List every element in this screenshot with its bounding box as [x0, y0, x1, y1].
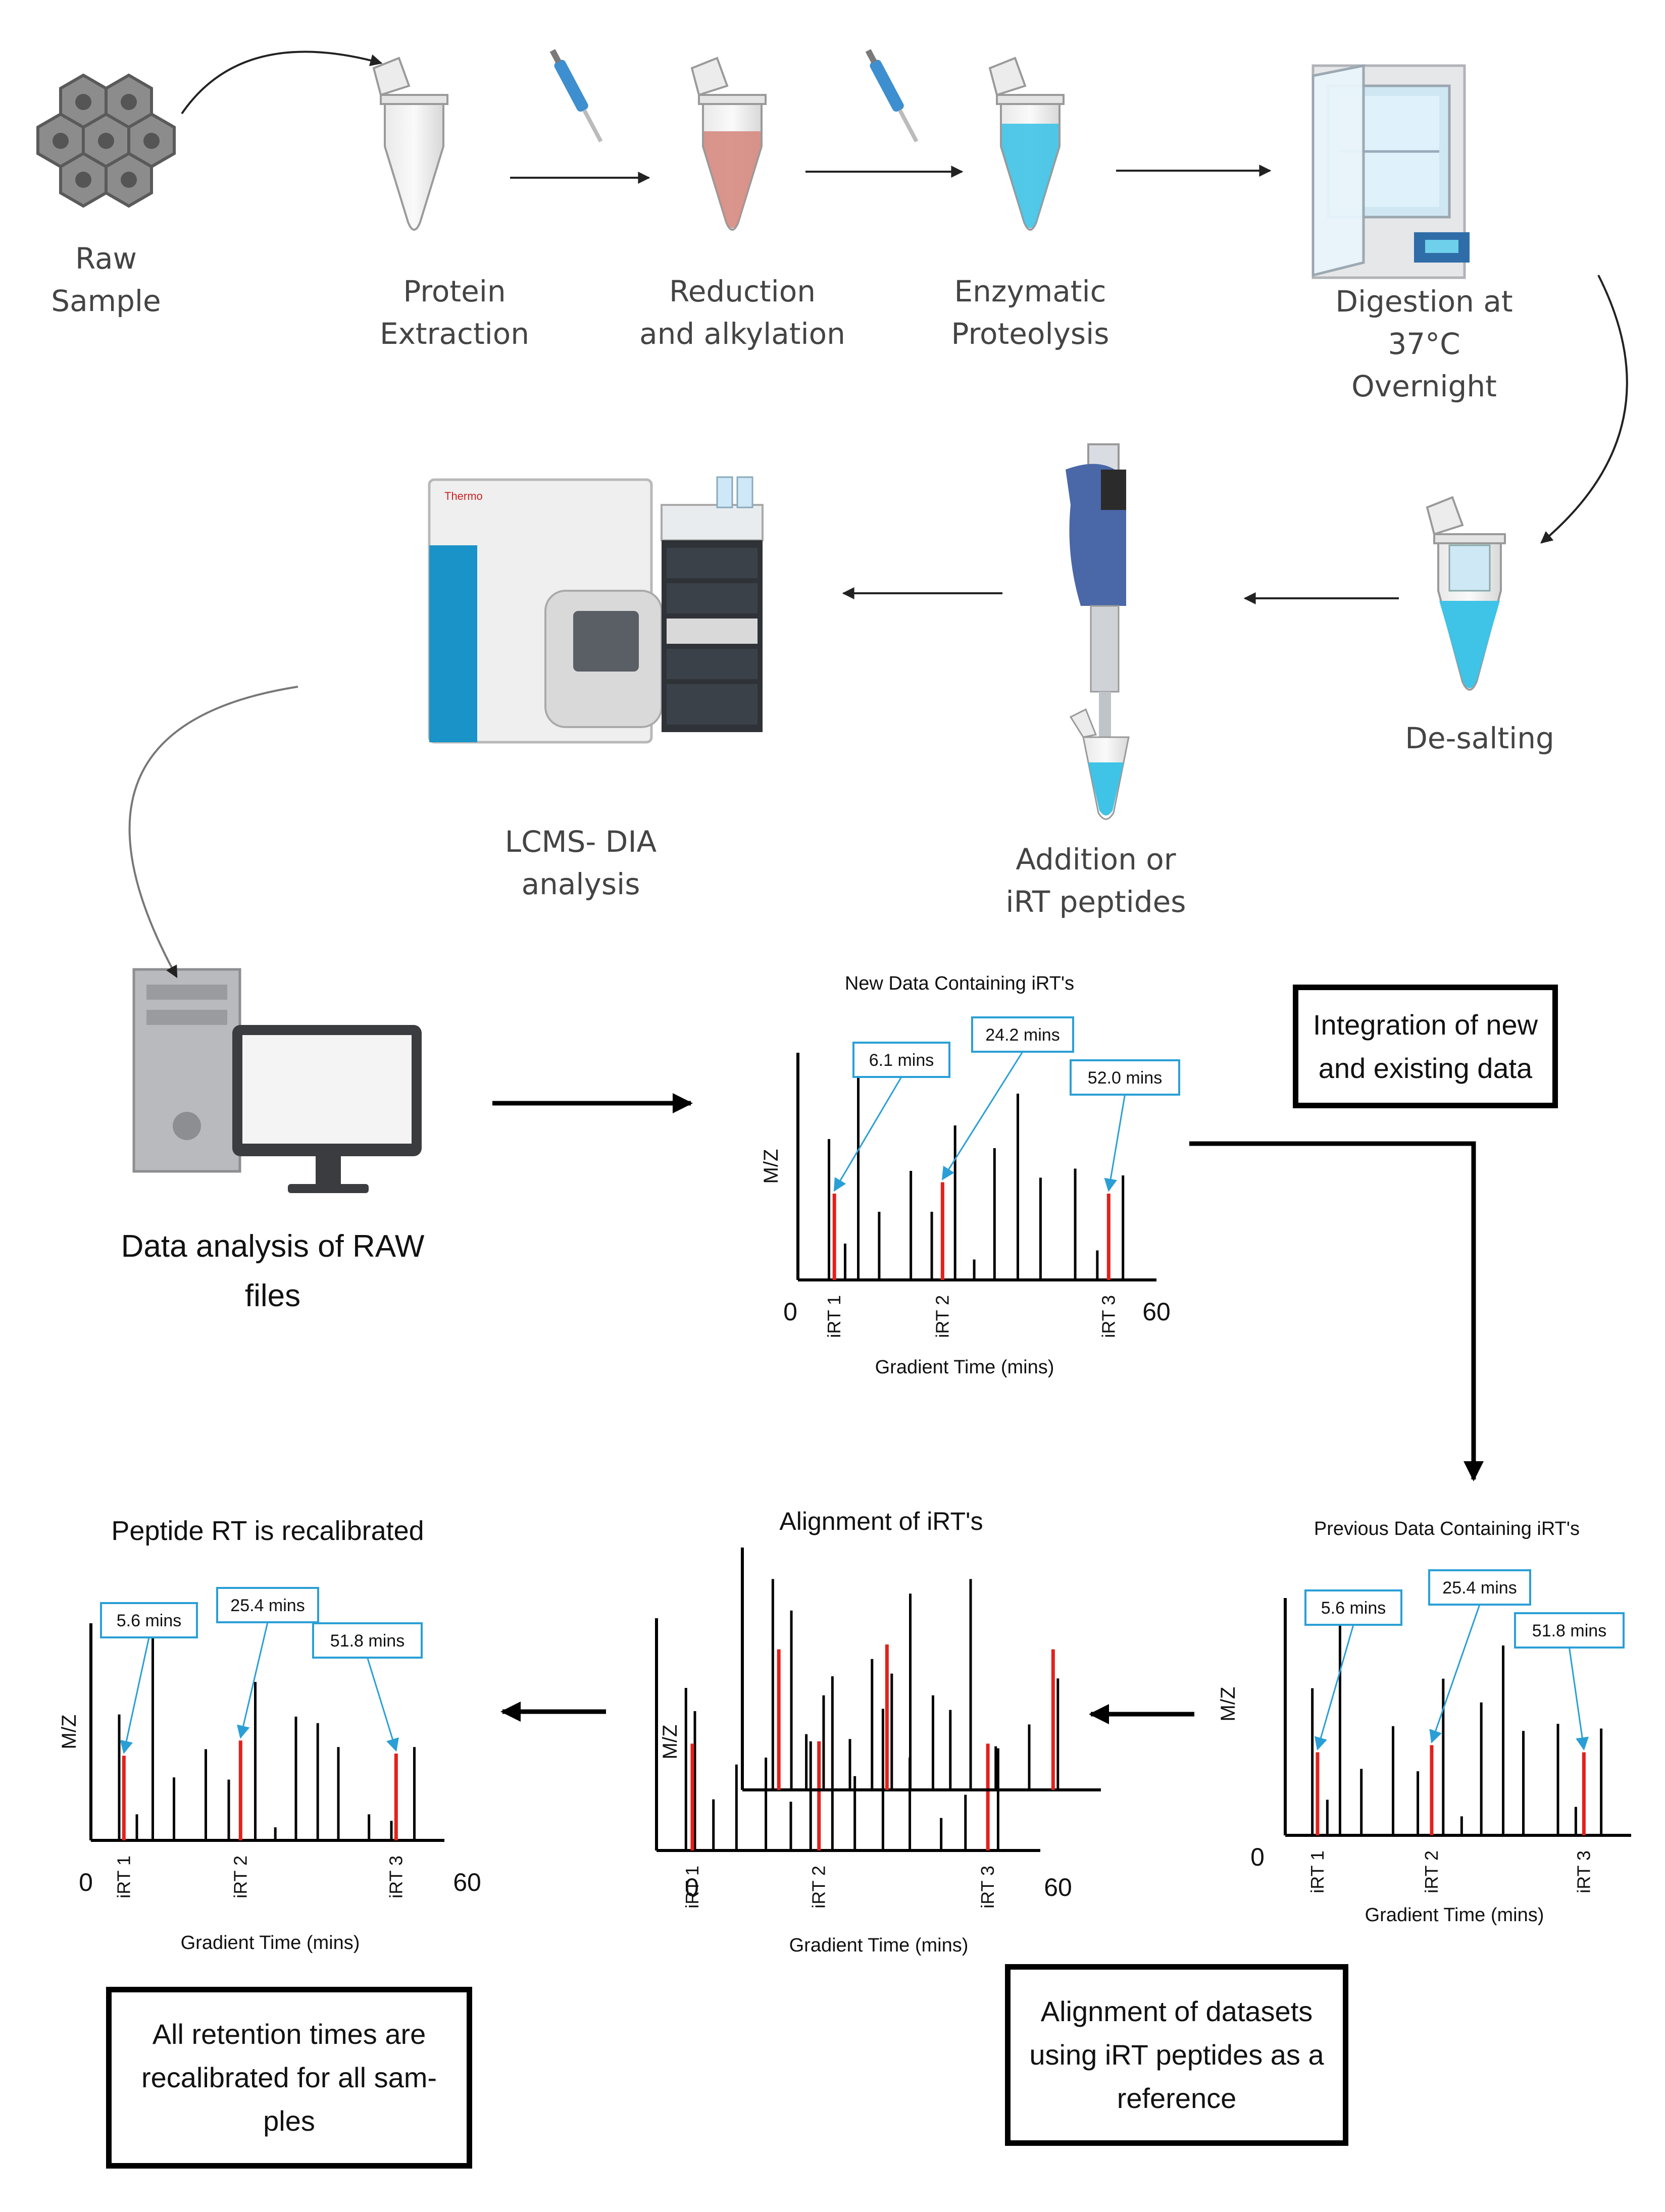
callout-arrow [1429, 1604, 1481, 1743]
y-axis-label: M/Z [58, 1715, 80, 1750]
callout-arrow [1104, 1094, 1126, 1192]
y-axis-label: M/Z [1217, 1687, 1239, 1722]
callout-arrow [237, 1622, 269, 1739]
callout-label: 5.6 mins [117, 1611, 182, 1630]
callout-arrow [367, 1657, 399, 1752]
irt-label: iRT 2 [809, 1866, 829, 1909]
callout-label: 25.4 mins [230, 1596, 305, 1615]
tube-icon-proteolysis [988, 57, 1065, 231]
tube-icon-protein-extraction [372, 57, 448, 231]
label-desalting: De-salting [1405, 721, 1554, 755]
pipette-with-tube-icon [1066, 443, 1130, 820]
irt-label: iRT 1 [113, 1856, 134, 1898]
instrument-brand-logo: Thermo [444, 490, 483, 502]
callout-arrow [833, 1076, 902, 1192]
chart-previous-data: Previous Data Containing iRT'sM/Z Gradien… [1217, 1518, 1631, 1926]
pipette-icon-2 [865, 49, 919, 142]
lcms-instrument-icon: Thermo [428, 476, 764, 744]
irt-label: iRT 3 [385, 1856, 406, 1898]
callout-arrow [941, 1051, 1024, 1180]
callout-arrow [1569, 1647, 1589, 1751]
x-axis-label: Gradient Time (mins) [181, 1932, 360, 1953]
irt-label: iRT 1 [824, 1295, 844, 1338]
callout-box [1304, 1589, 1402, 1626]
y-axis-label: M/Z [760, 1149, 782, 1184]
x-axis-label: Gradient Time (mins) [789, 1935, 969, 1956]
tube-icon-desalting [1426, 496, 1506, 691]
arrow-lcms-to-computer [128, 686, 298, 979]
callout-box [971, 1016, 1074, 1053]
tube-icon-reduction [690, 57, 767, 231]
chart-title: Previous Data Containing iRT's [1314, 1518, 1580, 1539]
pipette-icon-1 [549, 49, 603, 142]
callout-label: 51.8 mins [330, 1631, 405, 1651]
x-tick-label: 60 [453, 1868, 481, 1896]
x-tick-label: 60 [1142, 1298, 1171, 1326]
callout-box [100, 1602, 198, 1638]
x-axis-label: Gradient Time (mins) [875, 1357, 1054, 1378]
irt-label: iRT 1 [1307, 1850, 1328, 1893]
y-axis-label: M/Z [659, 1725, 681, 1760]
irt-label: iRT 3 [1098, 1295, 1119, 1338]
callout-label: 25.4 mins [1442, 1578, 1517, 1598]
callout-label: 51.8 mins [1532, 1621, 1606, 1640]
callout-arrow [120, 1637, 150, 1754]
chart-title: Peptide RT is recalibrated [111, 1516, 424, 1546]
x-tick-label: 0 [1250, 1843, 1265, 1871]
x-tick-label: 0 [783, 1298, 797, 1326]
arrow-sample-to-extraction [181, 50, 383, 115]
x-tick-label: 60 [1044, 1873, 1072, 1901]
irt-label: iRT 3 [977, 1866, 998, 1909]
callout-box [1070, 1059, 1180, 1096]
computer-icon [132, 968, 422, 1193]
arrow-digestion-to-desalting [1540, 275, 1628, 544]
chart-alignment: Alignment of iRT'sM/Z Gradient Time (mins… [655, 1507, 1101, 1956]
irt-label: iRT 2 [932, 1295, 952, 1338]
callout-label: 24.2 mins [985, 1025, 1059, 1045]
incubator-icon [1311, 64, 1470, 279]
irt-label: iRT 1 [682, 1866, 702, 1909]
chart-new-data: New Data Containing iRT'sM/Z Gradient Tim… [760, 973, 1180, 1378]
chart-title: Alignment of iRT's [779, 1507, 983, 1535]
x-tick-label: 0 [685, 1873, 699, 1901]
callout-label: 6.1 mins [869, 1051, 934, 1070]
callout-label: 52.0 mins [1088, 1068, 1162, 1088]
irt-label: iRT 2 [1421, 1850, 1442, 1893]
raw-sample-cells-icon [36, 73, 176, 208]
x-tick-label: 0 [79, 1868, 93, 1896]
chart-title: New Data Containing iRT's [845, 973, 1074, 994]
callout-box [1514, 1612, 1625, 1649]
callout-label: 5.6 mins [1321, 1599, 1386, 1618]
callout-arrow [1314, 1624, 1354, 1751]
irt-label: iRT 3 [1573, 1850, 1594, 1893]
x-axis-label: Gradient Time (mins) [1365, 1905, 1544, 1926]
arrow-new-to-previous-data [1189, 1141, 1484, 1481]
irt-label: iRT 2 [230, 1856, 250, 1898]
